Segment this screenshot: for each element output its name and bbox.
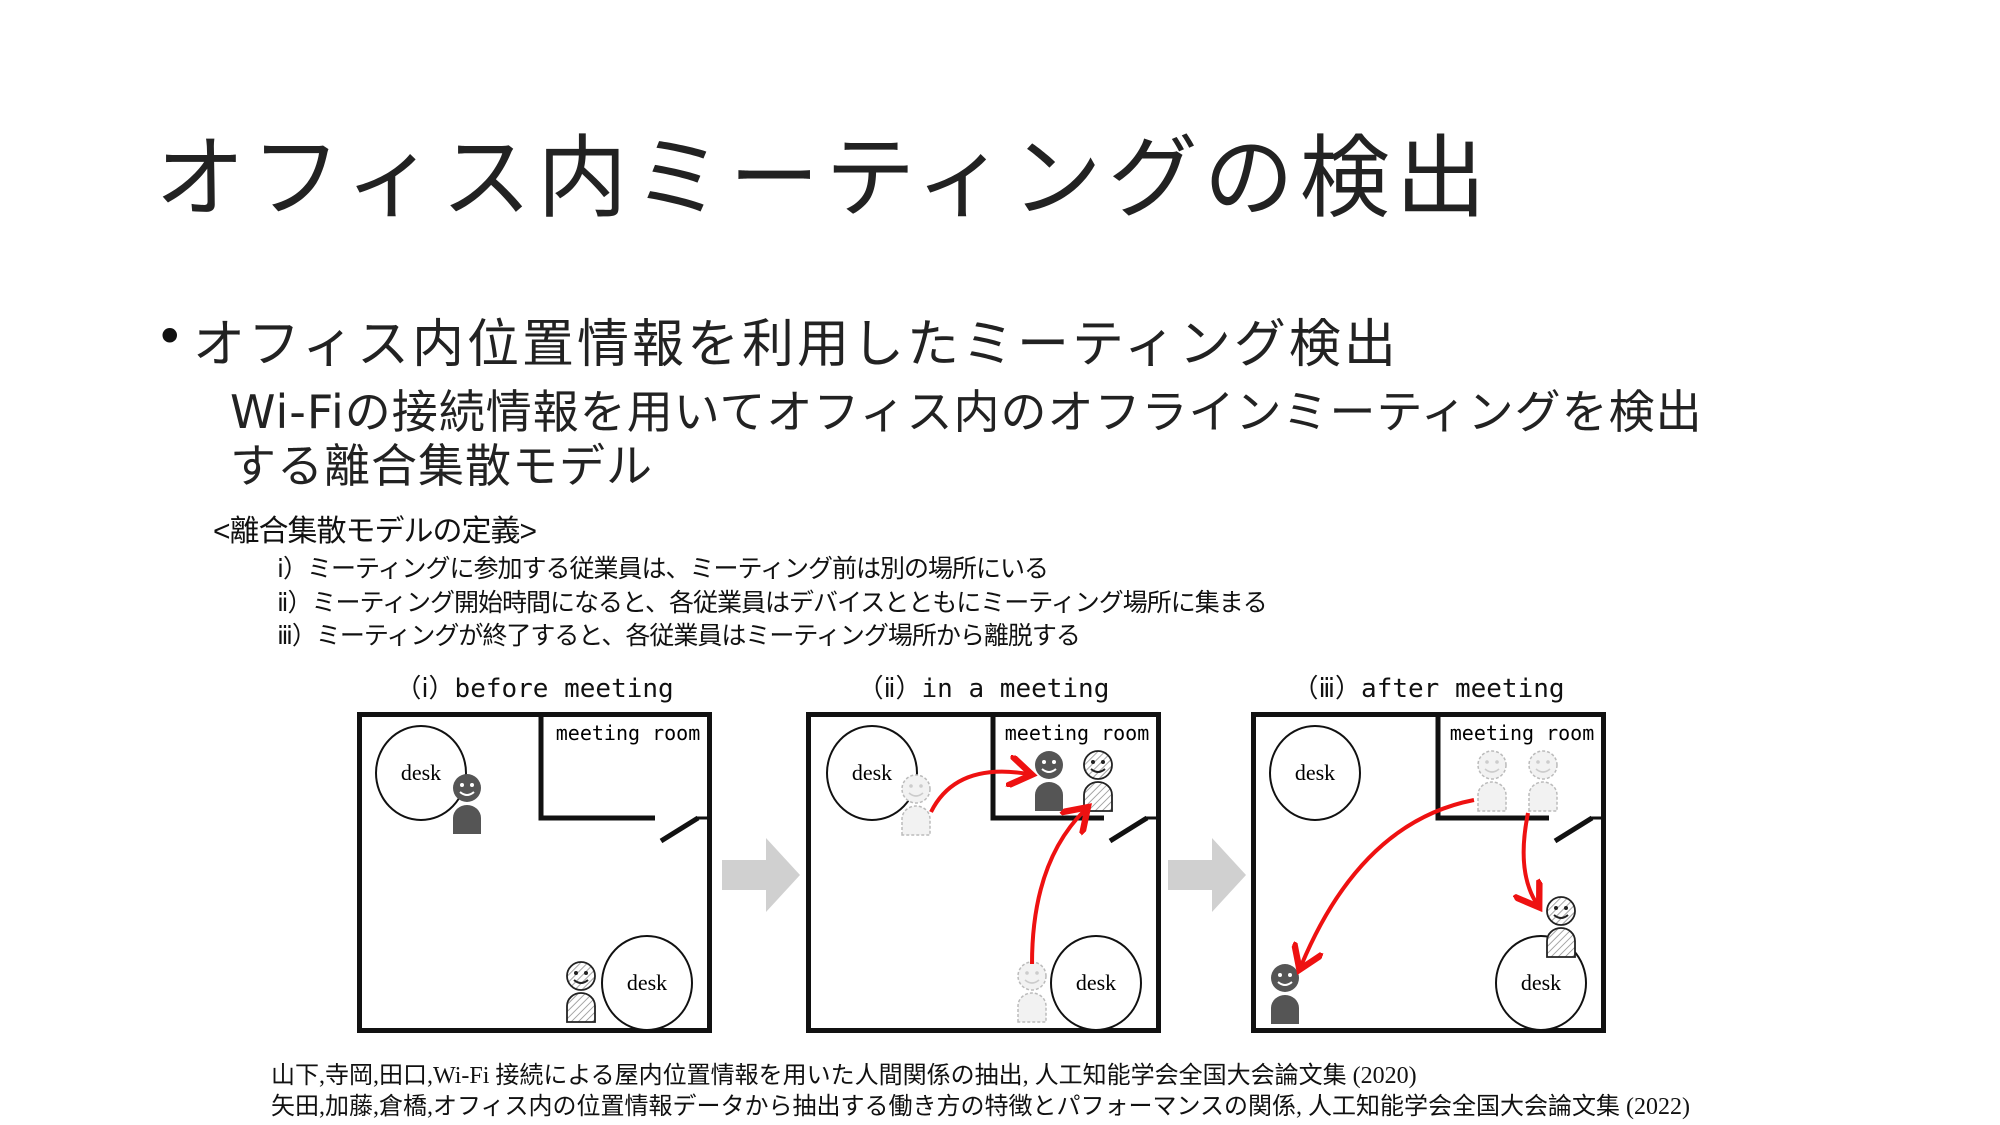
panel-title-during: （ⅱ）in a meeting bbox=[857, 674, 1110, 704]
desk-top-left bbox=[1269, 725, 1361, 821]
definition-item-3: ⅲ）ミーティングが終了すると、各従業員はミーティング場所から離脱する bbox=[277, 622, 1081, 650]
desk-label: desk bbox=[1295, 760, 1335, 785]
desk-top-left bbox=[375, 725, 467, 821]
meeting-room-wall bbox=[1435, 714, 1549, 821]
move-arrow bbox=[1030, 810, 1085, 965]
next-arrow-icon bbox=[1168, 838, 1246, 912]
next-arrow-icon bbox=[722, 838, 800, 912]
bullet-marker: • bbox=[155, 308, 185, 366]
desk-label: desk bbox=[1521, 970, 1561, 995]
reference-1: 山下,寺岡,田口,Wi-Fi 接続による屋内位置情報を用いた人間関係の抽出, 人… bbox=[271, 1063, 1417, 1089]
reference-2: 矢田,加藤,倉橋,オフィス内の位置情報データから抽出する働き方の特徴とパフォーマ… bbox=[271, 1094, 1691, 1120]
desk-bottom-right bbox=[1495, 935, 1587, 1031]
door bbox=[1553, 815, 1594, 844]
panel-after-meeting: meeting room desk desk bbox=[1251, 712, 1606, 1033]
desk-label: desk bbox=[1076, 970, 1116, 995]
desk-bottom-right bbox=[601, 935, 693, 1031]
slide-title: オフィス内ミーティングの検出 bbox=[155, 126, 1492, 231]
desk-bottom-right bbox=[1050, 935, 1142, 1031]
move-arrow bbox=[929, 772, 1028, 813]
panel-title-before: （ⅰ）before meeting bbox=[395, 674, 674, 704]
definition-item-2: ⅱ）ミーティング開始時間になると、各従業員はデバイスとともにミーティング場所に集… bbox=[277, 589, 1268, 617]
panel-title-after: （ⅲ）after meeting bbox=[1292, 674, 1565, 704]
desk-label: desk bbox=[852, 760, 892, 785]
meeting-room-wall bbox=[538, 714, 655, 821]
meeting-room-label: meeting room bbox=[1005, 721, 1150, 745]
definition-item-1: ⅰ）ミーティングに参加する従業員は、ミーティング前は別の場所にいる bbox=[277, 555, 1049, 583]
move-arrow bbox=[1524, 812, 1537, 904]
panel-before-meeting: meeting room desk desk bbox=[357, 712, 712, 1033]
meeting-room-label: meeting room bbox=[556, 721, 701, 745]
bullet-text: オフィス内位置情報を利用したミーティング検出 bbox=[193, 315, 1399, 375]
door bbox=[1108, 815, 1149, 844]
meeting-room-label: meeting room bbox=[1450, 721, 1595, 745]
definition-heading: <離合集散モデルの定義> bbox=[213, 515, 537, 548]
desk-top-left bbox=[826, 725, 918, 821]
sub-line-1: Wi-Fiの接続情報を用いてオフィス内のオフラインミーティングを検出 bbox=[230, 385, 1703, 439]
panel-in-meeting: meeting room desk desk bbox=[806, 712, 1161, 1033]
desk-label: desk bbox=[627, 970, 667, 995]
desk-label: desk bbox=[401, 760, 441, 785]
door bbox=[659, 815, 700, 844]
move-arrow bbox=[1301, 798, 1475, 966]
sub-line-2: する離合集散モデル bbox=[230, 439, 653, 493]
